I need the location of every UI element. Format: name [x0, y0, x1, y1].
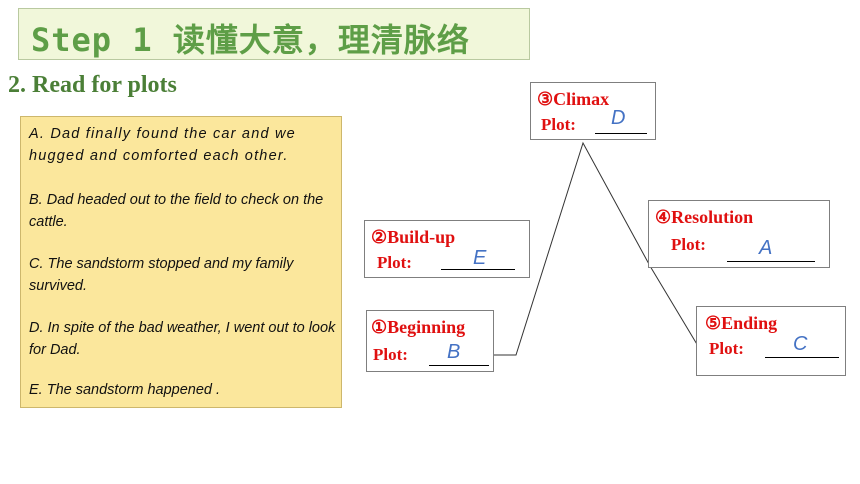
answer-text: A [759, 237, 773, 259]
stage-resolution: ④Resolution Plot: A [648, 200, 830, 268]
answer-blank[interactable] [765, 357, 839, 358]
stage-beginning: ①Beginning Plot: B [366, 310, 494, 372]
plot-label: Plot: [709, 339, 744, 358]
answer-blank[interactable] [595, 133, 647, 134]
plot-label: Plot: [671, 235, 706, 254]
stage-ending: ⑤Ending Plot: C [696, 306, 846, 376]
title-banner: Step 1 读懂大意，理清脉络 [18, 8, 530, 60]
connector-line [649, 265, 699, 347]
answer-blank[interactable] [727, 261, 815, 262]
answer-blank[interactable] [441, 269, 515, 270]
stage-name: ②Build-up [371, 227, 456, 247]
option-a: A. Dad finally found the car and we hugg… [29, 126, 296, 164]
plot-label: Plot: [373, 345, 408, 364]
option-e: E. The sandstorm happened . [29, 382, 221, 398]
stage-name: ①Beginning [371, 317, 466, 337]
option-b: B. Dad headed out to the field to check … [29, 192, 324, 230]
stage-climax: ③Climax Plot: D [530, 82, 656, 140]
option-c: C. The sandstorm stopped and my family s… [29, 256, 294, 294]
options-panel: A. Dad finally found the car and we hugg… [20, 116, 342, 408]
stage-name: ④Resolution [655, 207, 754, 227]
stage-buildup: ②Build-up Plot: E [364, 220, 530, 278]
section-heading: 2. Read for plots [8, 72, 177, 98]
answer-text: C [793, 333, 808, 355]
stage-name: ③Climax [537, 89, 610, 109]
answer-text: E [473, 247, 487, 269]
answer-blank[interactable] [429, 365, 489, 366]
answer-text: D [611, 107, 626, 129]
answer-text: B [447, 341, 461, 363]
stage-name: ⑤Ending [705, 313, 778, 333]
page-title: Step 1 读懂大意，理清脉络 [31, 21, 470, 59]
plot-label: Plot: [377, 253, 412, 272]
option-d: D. In spite of the bad weather, I went o… [29, 320, 336, 358]
plot-label: Plot: [541, 115, 576, 134]
